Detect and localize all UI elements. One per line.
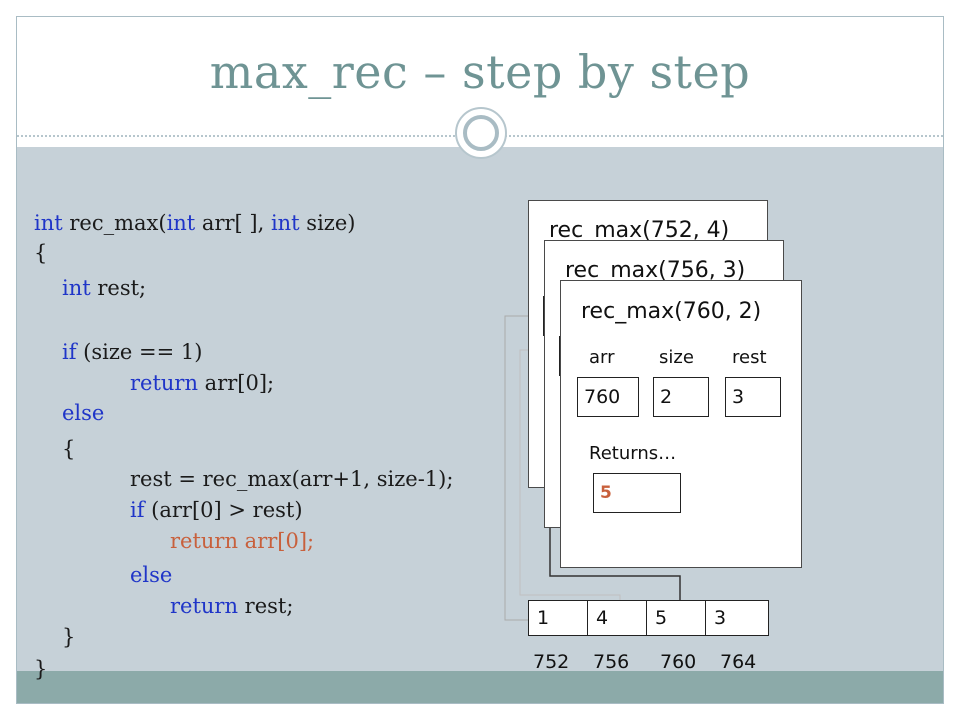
code-token: { — [62, 437, 76, 461]
code-token: (size == 1) — [76, 340, 203, 364]
array-cell: 5 — [646, 600, 706, 636]
returns-value: 5 — [593, 473, 681, 513]
code-token: rest; — [238, 594, 294, 618]
frame-title: rec_max(752, 4) — [549, 218, 730, 243]
code-token: int — [270, 211, 300, 235]
array-cell: 3 — [705, 600, 769, 636]
array-address: 760 — [660, 651, 697, 673]
code-token: if — [130, 498, 145, 522]
code-token: return — [130, 371, 198, 395]
code-token: if — [62, 340, 77, 364]
code-line: } — [34, 657, 47, 681]
array-cell: 4 — [587, 600, 647, 636]
code-token: else — [62, 401, 105, 425]
code-line: else — [62, 401, 104, 425]
pointer-line-752 — [504, 315, 532, 621]
code-line: if (arr[0] > rest) — [130, 498, 303, 522]
returns-label: Returns… — [589, 443, 677, 464]
code-line: { — [62, 437, 75, 461]
code-token: arr[ ], — [195, 211, 271, 235]
label-rest: rest — [732, 347, 767, 368]
code-token: return — [170, 594, 238, 618]
frame-title: rec_max(760, 2) — [581, 299, 762, 324]
code-token: rest = rec_max(arr+1, size-1); — [130, 467, 454, 491]
code-token: rest; — [90, 276, 147, 300]
code-line: } — [62, 625, 75, 649]
value-size: 2 — [653, 377, 709, 417]
array-cell: 1 — [528, 600, 588, 636]
code-line: rest = rec_max(arr+1, size-1); — [130, 467, 453, 491]
value-rest: 3 — [725, 377, 781, 417]
code-line: { — [34, 241, 47, 265]
code-token: rec_max( — [62, 211, 167, 235]
code-token: { — [34, 241, 48, 265]
code-token: else — [130, 563, 173, 587]
code-line: return arr[0]; — [170, 529, 314, 553]
decorative-circle-icon — [455, 107, 507, 159]
code-line: else — [130, 563, 172, 587]
code-token: (arr[0] > rest) — [144, 498, 303, 522]
label-size: size — [659, 347, 694, 368]
array-address: 752 — [533, 651, 570, 673]
label-arr: arr — [589, 347, 615, 368]
array-address: 764 — [720, 651, 757, 673]
code-token: int — [166, 211, 196, 235]
decorative-ring — [463, 115, 499, 151]
code-token: } — [34, 657, 48, 681]
value-arr: 760 — [577, 377, 639, 417]
code-token: return arr[0]; — [170, 529, 315, 553]
code-line: int rest; — [62, 276, 146, 300]
code-line: int rec_max(int arr[ ], int size) — [34, 211, 355, 235]
code-line: return arr[0]; — [130, 371, 274, 395]
code-token: size) — [299, 211, 356, 235]
code-line: return rest; — [170, 594, 293, 618]
footer-band — [17, 671, 943, 703]
slide-title: max_rec – step by step — [209, 45, 751, 99]
code-line: if (size == 1) — [62, 340, 202, 364]
code-token: int — [34, 211, 63, 235]
code-token: arr[0]; — [198, 371, 275, 395]
code-token: } — [62, 625, 76, 649]
frame-title: rec_max(756, 3) — [565, 258, 746, 283]
stack-frame-760: rec_max(760, 2) arr size rest 760 2 3 Re… — [560, 280, 802, 568]
code-token: int — [62, 276, 91, 300]
array-address: 756 — [593, 651, 630, 673]
